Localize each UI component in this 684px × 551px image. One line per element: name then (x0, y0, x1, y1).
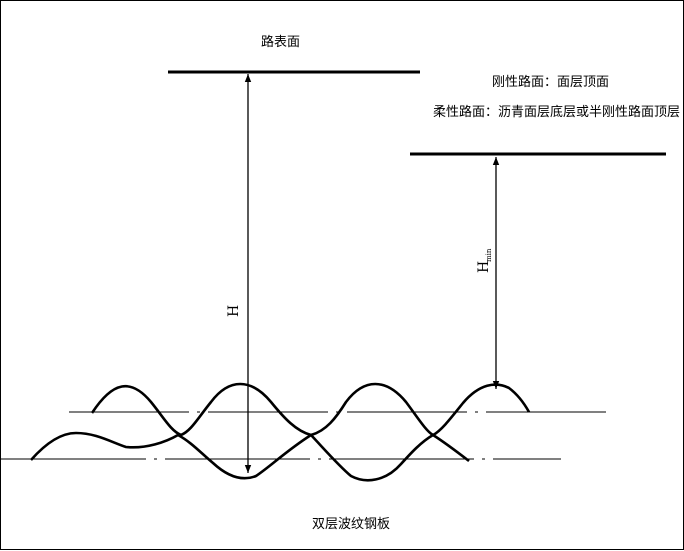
rigid-pavement-label: 刚性路面：面层顶面 (492, 74, 609, 90)
flexible-pavement-label: 柔性路面：沥青面层底层或半刚性路面顶层 (433, 104, 680, 120)
hmin-subscript: min (485, 248, 493, 262)
hmin-dimension-label: H min (476, 248, 493, 273)
road-surface-label: 路表面 (261, 34, 300, 50)
lower-corrugated-plate (30, 431, 470, 482)
hmin-main-letter: H (476, 261, 492, 273)
plate-caption: 双层波纹钢板 (312, 517, 390, 532)
upper-corrugated-plate (90, 382, 531, 437)
h-dimension-label: H (226, 305, 242, 317)
